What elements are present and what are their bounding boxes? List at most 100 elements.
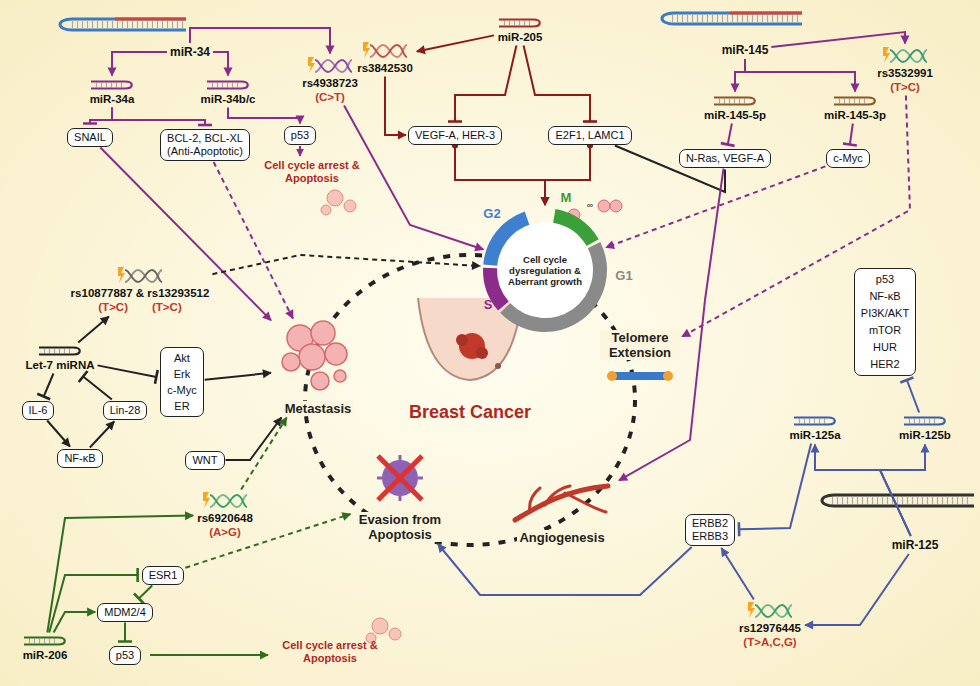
telomere-icon (607, 371, 617, 381)
hairpin-icon (792, 415, 838, 427)
node-text: HUR (861, 339, 909, 356)
mirna-hairpin (730, 12, 802, 15)
dna-strand (315, 60, 352, 72)
text-label: Cell cycle arrest & Apoptosis (275, 639, 385, 664)
hallmark-node: Evasion from Apoptosis (353, 454, 448, 542)
node-text: (Anti-Apoptotic) (167, 145, 243, 158)
connector (438, 544, 692, 595)
process-box: SNAIL (67, 128, 113, 147)
node-text: ERBB3 (692, 530, 728, 543)
hairpin-strand (39, 347, 80, 354)
mutation-bolt (203, 492, 210, 508)
node-text: ER (167, 398, 196, 414)
breast-illustration (476, 347, 488, 359)
hairpin-strand (714, 97, 755, 104)
metastasis-icon (325, 343, 347, 365)
node-text: (T>A,C,G) (739, 635, 801, 649)
mutation-bolt (308, 57, 315, 73)
mutation-bolt (363, 42, 370, 58)
node-text: miR-34b/c (201, 92, 256, 106)
angiogenesis-icon (515, 486, 608, 520)
node-text: BCL-2, BCL-XL (167, 132, 243, 145)
node-text: NF-κB (861, 288, 909, 305)
process-box: ERBB2ERBB3 (685, 514, 735, 546)
angiogenesis-icon (515, 486, 608, 520)
apoptosis-icon (389, 628, 401, 640)
process-box: c-Myc (826, 149, 869, 168)
hairpin-icon (22, 635, 68, 647)
node-text: HER2 (861, 356, 909, 373)
leader-arrow (299, 146, 301, 156)
connector (455, 46, 516, 122)
node-text: rs12976445 (739, 621, 801, 635)
process-box: WNT (185, 451, 224, 470)
node-text: VEGF-A, HER-3 (415, 129, 495, 142)
connector (112, 108, 205, 126)
node-text: miR-145 (722, 43, 769, 57)
mirna-hairpin (60, 19, 186, 30)
text-label: S (484, 298, 493, 313)
connector (78, 317, 109, 343)
hairpin-strand (91, 81, 132, 88)
dna-icon (202, 492, 248, 510)
mirna-label: miR-205 (495, 16, 545, 45)
hairpin-icon (832, 95, 878, 107)
mirna-label: miR-125 (890, 537, 941, 553)
base-pairs (40, 348, 73, 353)
process-box: p53NF-κBPI3K/AKTmTORHURHER2 (854, 268, 916, 376)
dna-icon (117, 267, 163, 285)
snp-label: rs3842530 (355, 41, 415, 76)
node-text: rs6920648 (197, 511, 253, 525)
connector (524, 46, 590, 122)
snp-label: rs3532991(T>C) (875, 46, 935, 95)
snp-label: rs10877887 & rs13293512(T>C)(T>C) (69, 266, 212, 315)
process-box: VEGF-A, HER-3 (408, 126, 502, 145)
connector (682, 96, 910, 337)
node-text: miR-125 (892, 538, 939, 552)
node-text: mTOR (861, 322, 909, 339)
connector (815, 445, 911, 537)
mirna-label: miR-34 (168, 44, 212, 60)
node-text: miR-125b (899, 428, 951, 442)
node-text: rs3842530 (357, 61, 413, 75)
connector (805, 554, 909, 625)
leader-arrow (150, 654, 268, 656)
node-text: IL-6 (29, 404, 48, 417)
node-text: (C>T) (302, 90, 358, 104)
node-text: NF-κB (64, 452, 95, 465)
connector (90, 422, 114, 448)
process-box: BCL-2, BCL-XL(Anti-Apoptotic) (160, 129, 250, 161)
node-text: SNAIL (74, 131, 106, 144)
metastasis-icon (299, 344, 325, 370)
evasion-icon (378, 456, 422, 500)
snp-label: rs6920648(A>G) (195, 491, 255, 540)
node-text: p53 (116, 649, 134, 662)
node-text: miR-145-5p (704, 108, 766, 122)
mirna-label: miR-34b/c (199, 78, 258, 107)
connector (739, 444, 811, 530)
hairpin-icon (205, 79, 251, 91)
node-text: (A>G) (197, 525, 253, 539)
evasion-icon (377, 455, 423, 501)
connector (44, 374, 54, 397)
mirna-label: miR-125a (787, 414, 842, 443)
hairpin-icon (37, 345, 83, 357)
apoptosis-icon (327, 190, 343, 206)
connector (545, 146, 590, 206)
dna-strand (210, 495, 247, 507)
node-text: Telomere Extension (600, 330, 680, 360)
connector (83, 377, 112, 400)
connector (139, 586, 152, 599)
connector (619, 169, 724, 481)
breast-illustration (495, 363, 501, 369)
telomere-icon (663, 371, 673, 381)
dividing-cell-icon (610, 200, 622, 212)
connector (850, 124, 853, 145)
dna-strand (370, 45, 407, 57)
mirna-hairpin (672, 15, 800, 22)
node-text: Let-7 miRNA (25, 358, 94, 372)
base-pairs (92, 82, 125, 87)
mirna-hairpin (822, 495, 974, 506)
connector (90, 108, 112, 124)
